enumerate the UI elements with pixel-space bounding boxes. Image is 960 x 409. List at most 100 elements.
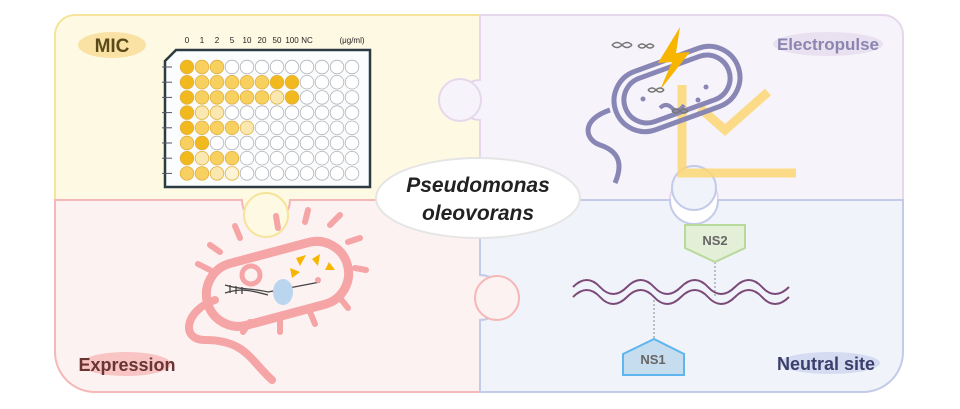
- plate-well: [314, 90, 330, 105]
- plate-well: [254, 105, 270, 120]
- plate-well: [269, 150, 285, 166]
- plate-well: [209, 74, 225, 90]
- plate-well: [209, 150, 225, 166]
- plate-well: [239, 74, 255, 90]
- plate-well: [329, 166, 345, 181]
- puzzle-knob: [438, 78, 482, 122]
- plate-well: [269, 135, 285, 151]
- column-label: 1: [200, 36, 205, 45]
- plate-well: [254, 90, 270, 105]
- plate-well: [254, 120, 270, 136]
- plate-well: [224, 105, 240, 120]
- organism-name-line1: Pseudomonas: [406, 174, 550, 197]
- plate-well: [284, 105, 300, 120]
- expression-bacterium: [185, 207, 369, 384]
- plate-well: [299, 150, 315, 166]
- plate-well: [314, 74, 330, 90]
- plate-well: [209, 166, 225, 181]
- plate-well: [239, 150, 255, 166]
- plate-well: [209, 105, 225, 120]
- plate-well: [224, 74, 240, 90]
- plate-well: [299, 59, 315, 75]
- plate-well: [299, 135, 315, 151]
- ribosome-icon: [273, 279, 293, 305]
- plate-well: [329, 90, 345, 105]
- plate-well: [194, 166, 210, 181]
- plate-well: [209, 120, 225, 136]
- plate-well: [299, 105, 315, 120]
- neutral-site-panel: [438, 78, 904, 393]
- plate-well: [344, 150, 360, 166]
- expression-label: Expression: [78, 355, 175, 375]
- plate-well: [179, 59, 195, 75]
- plate-well: [209, 135, 225, 151]
- plate-well: [239, 135, 255, 151]
- plate-well: [179, 120, 195, 136]
- ns1-marker: [622, 337, 685, 376]
- plate-well: [179, 135, 195, 151]
- column-label: 50: [273, 36, 282, 45]
- plate-well: [314, 120, 330, 136]
- plate-well: [179, 150, 195, 166]
- plate-well: [224, 135, 240, 151]
- plate-well: [314, 166, 330, 181]
- plate-well: [254, 150, 270, 166]
- plate-well: [344, 105, 360, 120]
- plate-well: [329, 74, 345, 90]
- plate-well: [269, 74, 285, 90]
- plate-well: [224, 59, 240, 75]
- plate-well: [269, 120, 285, 136]
- plate-well: [299, 120, 315, 136]
- neutral-site-label: Neutral site: [777, 354, 875, 374]
- plate-well: [179, 74, 195, 90]
- plate-well: [194, 135, 210, 151]
- plate-well: [179, 90, 195, 105]
- dna-fragment-icons: [611, 41, 689, 114]
- plate-well: [269, 90, 285, 105]
- plate-well: [284, 90, 300, 105]
- electropulse-label: Electropulse: [777, 35, 879, 54]
- plate-well: [194, 90, 210, 105]
- plate-well: [239, 90, 255, 105]
- plate-well: [224, 166, 240, 181]
- plate-well: [239, 120, 255, 136]
- plate-well: [194, 74, 210, 90]
- plate-well: [329, 105, 345, 120]
- plate-well: [269, 105, 285, 120]
- column-label: 0: [185, 36, 190, 45]
- plate-well: [329, 135, 345, 151]
- ns2-label: NS2: [702, 233, 727, 248]
- mic-label: MIC: [95, 36, 130, 57]
- plate-well: [284, 166, 300, 181]
- plate-well: [284, 74, 300, 90]
- plate-well: [314, 150, 330, 166]
- plate-well: [224, 90, 240, 105]
- unit-label: (μg/ml): [339, 36, 364, 45]
- plate-well: [344, 166, 360, 181]
- plate-well: [314, 105, 330, 120]
- plate-well: [239, 105, 255, 120]
- plate-well: [194, 150, 210, 166]
- plate-well: [329, 120, 345, 136]
- plate-well: [284, 150, 300, 166]
- plate-well: [299, 74, 315, 90]
- plate-well: [254, 74, 270, 90]
- plate-well: [209, 59, 225, 75]
- plate-well: [269, 59, 285, 75]
- plate-well: [299, 90, 315, 105]
- center-oval: [375, 157, 581, 239]
- chromosome-illustration: NS2 NS1: [572, 224, 790, 376]
- plate-well: [284, 120, 300, 136]
- column-label: 5: [230, 36, 235, 45]
- column-label: NC: [301, 36, 313, 45]
- plate-well: [224, 120, 240, 136]
- plate-well: [344, 90, 360, 105]
- column-label: 10: [243, 36, 252, 45]
- plate-well: [314, 135, 330, 151]
- column-label: 100: [285, 36, 299, 45]
- column-label: 2: [215, 36, 220, 45]
- plate-well: [314, 59, 330, 75]
- lightning-icon: [658, 27, 690, 90]
- plate-well: [224, 150, 240, 166]
